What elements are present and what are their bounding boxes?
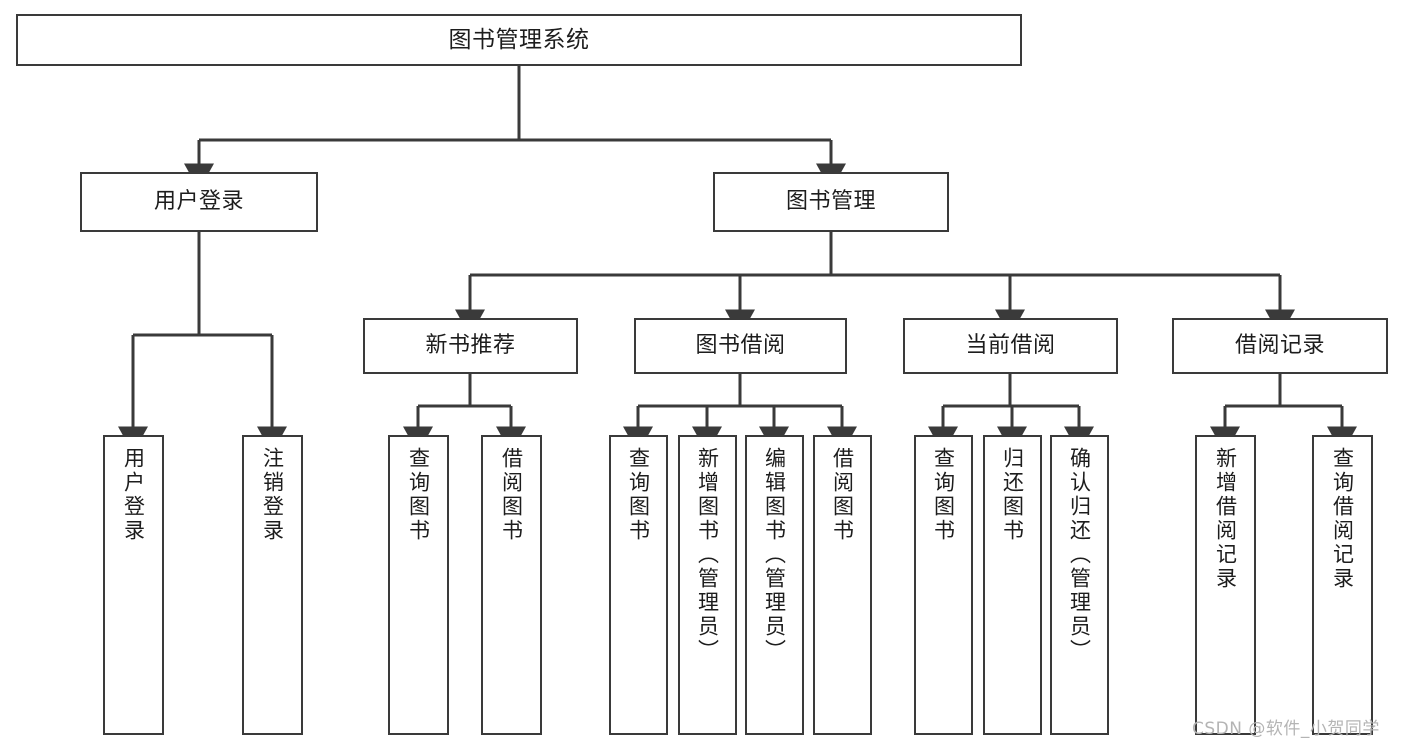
node-leaf-add-book[interactable]: 新增图书（管理员） xyxy=(678,435,737,735)
node-new-book-recommend-label: 新书推荐 xyxy=(425,333,516,359)
node-book-borrow[interactable]: 图书借阅 xyxy=(634,318,847,374)
node-leaf-query-record[interactable]: 查询借阅记录 xyxy=(1312,435,1373,735)
node-leaf-confirm-return[interactable]: 确认归还（管理员） xyxy=(1050,435,1109,735)
node-root-label: 图书管理系统 xyxy=(448,26,590,53)
node-borrow-record[interactable]: 借阅记录 xyxy=(1172,318,1388,374)
node-new-book-recommend[interactable]: 新书推荐 xyxy=(363,318,578,374)
node-leaf-borrow-book-1-label: 借阅图书 xyxy=(499,447,524,543)
node-leaf-user-logout[interactable]: 注销登录 xyxy=(242,435,303,735)
node-current-borrow[interactable]: 当前借阅 xyxy=(903,318,1118,374)
node-user-login[interactable]: 用户登录 xyxy=(80,172,318,232)
node-book-management-label: 图书管理 xyxy=(785,189,876,215)
node-leaf-return-book[interactable]: 归还图书 xyxy=(983,435,1042,735)
node-leaf-borrow-book-2-label: 借阅图书 xyxy=(830,447,855,543)
node-user-login-label: 用户登录 xyxy=(153,189,244,215)
node-current-borrow-label: 当前借阅 xyxy=(965,333,1056,359)
node-leaf-borrow-book-2[interactable]: 借阅图书 xyxy=(813,435,872,735)
node-leaf-edit-book-label: 编辑图书（管理员） xyxy=(762,447,787,663)
node-leaf-return-book-label: 归还图书 xyxy=(1000,447,1025,543)
node-borrow-record-label: 借阅记录 xyxy=(1234,333,1325,359)
node-leaf-query-book-1[interactable]: 查询图书 xyxy=(388,435,449,735)
node-book-borrow-label: 图书借阅 xyxy=(695,333,786,359)
node-leaf-query-book-2-label: 查询图书 xyxy=(626,447,651,543)
node-leaf-borrow-book-1[interactable]: 借阅图书 xyxy=(481,435,542,735)
node-leaf-query-book-2[interactable]: 查询图书 xyxy=(609,435,668,735)
watermark: CSDN @软件_小贺同学 xyxy=(1192,719,1380,739)
node-leaf-user-login-label: 用户登录 xyxy=(121,447,146,543)
node-leaf-edit-book[interactable]: 编辑图书（管理员） xyxy=(745,435,804,735)
node-leaf-user-login[interactable]: 用户登录 xyxy=(103,435,164,735)
node-book-management[interactable]: 图书管理 xyxy=(713,172,949,232)
node-leaf-add-record-label: 新增借阅记录 xyxy=(1213,447,1238,591)
node-leaf-user-logout-label: 注销登录 xyxy=(260,447,285,543)
node-leaf-add-book-label: 新增图书（管理员） xyxy=(695,447,720,663)
node-leaf-query-record-label: 查询借阅记录 xyxy=(1330,447,1355,591)
node-leaf-confirm-return-label: 确认归还（管理员） xyxy=(1067,447,1092,663)
node-leaf-query-book-3[interactable]: 查询图书 xyxy=(914,435,973,735)
node-root[interactable]: 图书管理系统 xyxy=(16,14,1022,66)
node-leaf-query-book-1-label: 查询图书 xyxy=(406,447,431,543)
node-leaf-add-record[interactable]: 新增借阅记录 xyxy=(1195,435,1256,735)
node-leaf-query-book-3-label: 查询图书 xyxy=(931,447,956,543)
